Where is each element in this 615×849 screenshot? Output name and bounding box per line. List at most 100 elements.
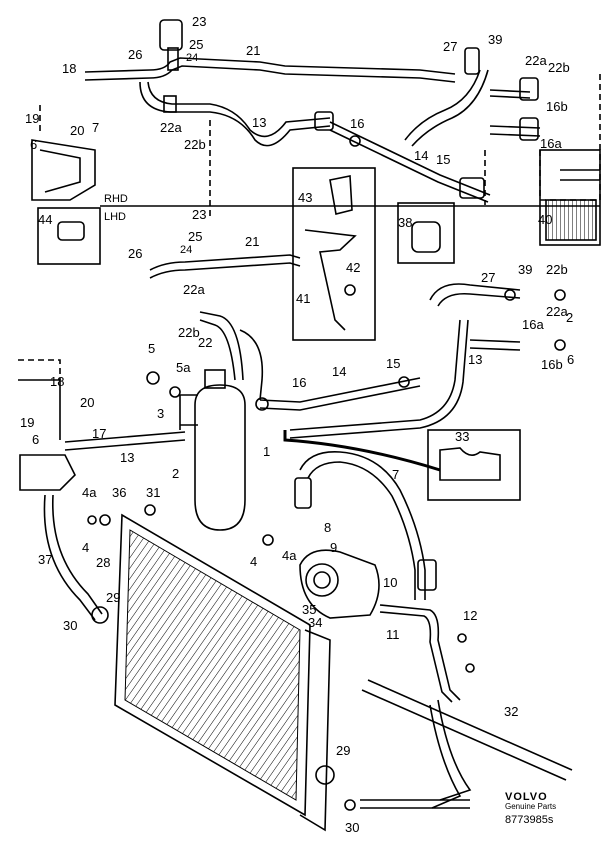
callout: 36 [112,485,126,500]
callout: 28 [96,555,110,570]
callout: 39 [518,262,532,277]
callout: 15 [386,356,400,371]
hose-7 [299,451,426,600]
callout: 18 [50,374,64,389]
callout: 41 [296,291,310,306]
callout: 31 [146,485,160,500]
callout: 26 [128,246,142,261]
callout: 19 [25,111,39,126]
diagram-code: 8773985s [505,814,554,826]
callout: 17 [92,426,106,441]
callout: 44 [38,212,52,227]
brand-block: VOLVO Genuine Parts 8773985s [505,791,556,826]
callout: 6 [567,352,574,367]
callout: 14 [332,364,346,379]
callout: 22b [546,262,568,277]
callout: 20 [70,123,84,138]
compressor [299,549,380,619]
callout: 13 [468,352,482,367]
label-lhd: LHD [104,211,126,223]
callout: 9 [330,540,337,555]
brand-logo: VOLVO [505,791,548,803]
callout: 5a [176,360,191,375]
hose-32 [367,679,573,771]
callout: 12 [463,608,477,623]
callout: 22b [184,137,206,152]
callout: 14 [414,148,428,163]
callout: 42 [346,260,360,275]
callout: 1 [263,444,270,459]
callout: 27 [443,39,457,54]
drier-bracket-rhd [31,139,96,201]
callout: 16 [292,375,306,390]
callout: 15 [436,152,450,167]
callout: 19 [20,415,34,430]
callout: 30 [63,618,77,633]
callout: 29 [106,590,120,605]
callout: 11 [386,627,400,642]
callout-labels: 23 25 24 26 21 18 19 20 7 6 22a 22b 13 1… [20,14,574,835]
callout: 40 [538,212,552,227]
part-44-box [37,207,101,265]
rhd-section [31,19,601,341]
callout: 22a [525,53,547,68]
callout: 16 [350,116,364,131]
detail-box-33 [427,429,521,501]
callout: 35 [302,602,316,617]
callout: 33 [455,429,469,444]
pipe-14-upper [329,121,491,196]
callout: 16a [522,317,544,332]
callout: 26 [128,47,142,62]
callout: 7 [392,467,399,482]
callout: 10 [383,575,397,590]
hose-21-upper [84,57,456,75]
callout: 8 [324,520,331,535]
lhd-section [18,254,573,832]
callout: 4a [282,548,297,563]
callout: 25 [189,37,203,52]
callout: 32 [504,704,518,719]
detail-box-41-43 [292,167,376,341]
callout: 22 [198,335,212,350]
callout: 37 [38,552,52,567]
callout: 13 [120,450,134,465]
callout: 29 [336,743,350,758]
callout: 39 [488,32,502,47]
callout: 2 [172,466,179,481]
callout: 22a [546,304,568,319]
callout: 27 [481,270,495,285]
callout: 2 [566,310,573,325]
callout: 21 [246,43,260,58]
callout: 43 [298,190,312,205]
callout: 38 [398,215,412,230]
callout: 23 [192,207,206,222]
callout: 30 [345,820,359,835]
callout: 5 [148,341,155,356]
callout: 23 [192,14,206,29]
hose-13-upper [139,81,331,147]
callout: 25 [188,229,202,244]
callout: 22b [178,325,200,340]
detail-box-38 [397,202,455,264]
callout: 20 [80,395,94,410]
callout: 4 [250,554,257,569]
callout: 16b [546,99,568,114]
callout: 18 [62,61,76,76]
callout: 16a [540,136,562,151]
callout: 4 [82,540,89,555]
callout: 4a [82,485,97,500]
callout: 21 [245,234,259,249]
callout: 3 [157,406,164,421]
callout: 7 [92,120,99,135]
callout: 22a [160,120,182,135]
callout: 24 [186,52,198,64]
callout: 34 [308,615,322,630]
callout: 16b [541,357,563,372]
condenser [114,513,311,817]
brand-tagline: Genuine Parts [505,802,556,811]
callout: 22a [183,282,205,297]
label-rhd: RHD [104,193,128,205]
callout: 6 [32,432,39,447]
callout: 24 [180,244,192,256]
